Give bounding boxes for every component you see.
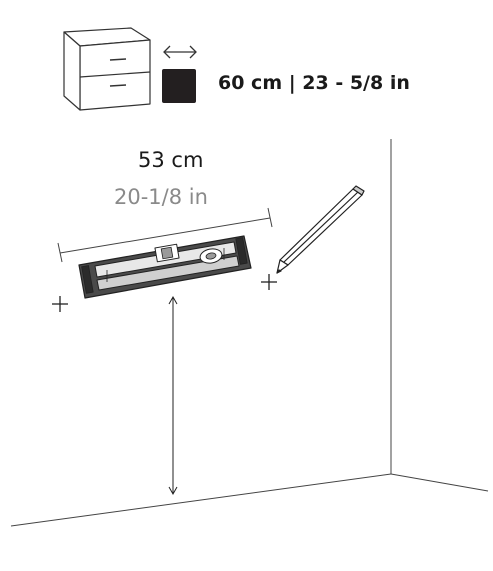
mark-crosses <box>52 274 277 312</box>
vanity-cabinet-icon <box>63 27 151 111</box>
pencil <box>276 185 365 274</box>
height-arrow <box>168 295 178 496</box>
wall-corner <box>10 139 489 527</box>
color-swatch <box>162 69 196 103</box>
width-in-label: 20-1/8 in <box>114 185 208 209</box>
width-dimension-line <box>57 207 273 263</box>
width-arrow-icon <box>163 45 197 59</box>
spirit-level <box>78 235 252 299</box>
width-cm-label: 53 cm <box>138 148 204 172</box>
size-label: 60 cm | 23 - 5/8 in <box>218 72 410 94</box>
